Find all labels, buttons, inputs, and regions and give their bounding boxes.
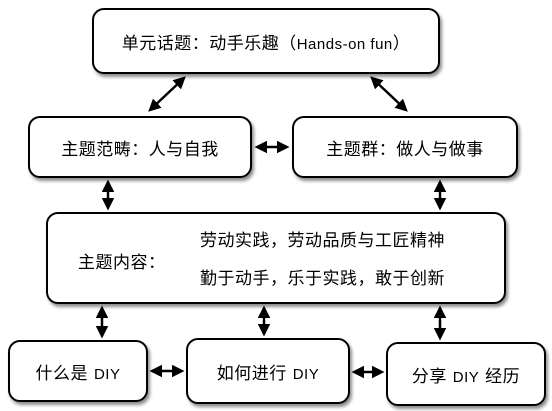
theme-scope-node: 主题范畴：人与自我 xyxy=(28,116,252,178)
share-diy-label: 分享 DIY 经历 xyxy=(412,362,520,387)
what-is-diy-en: DIY xyxy=(93,365,121,383)
how-diy-label: 如何进行 DIY xyxy=(217,359,319,384)
unit-topic-label: 单元话题：动手乐趣（Hands-on fun） xyxy=(122,29,411,54)
share-diy-en: DIY xyxy=(452,368,480,386)
unit-topic-prefix: 单元话题：动手乐趣（ xyxy=(121,33,297,54)
share-diy-zh-before: 分享 xyxy=(411,366,453,387)
theme-content-label: 主题内容： xyxy=(78,253,166,273)
how-diy-node: 如何进行 DIY xyxy=(186,338,350,404)
share-diy-zh-after: 经历 xyxy=(479,366,521,387)
what-is-diy-label: 什么是 DIY xyxy=(36,359,121,384)
share-diy-node: 分享 DIY 经历 xyxy=(386,342,546,406)
theme-group-label: 主题群：做人与做事 xyxy=(326,139,484,160)
unit-topic-suffix: ） xyxy=(392,33,411,54)
what-is-diy-node: 什么是 DIY xyxy=(8,340,148,402)
theme-content-line1: 劳动实践，劳动品质与工匠精神 xyxy=(200,231,445,251)
theme-group-node: 主题群：做人与做事 xyxy=(292,116,518,178)
theme-content-node: 主题内容： 劳动实践，劳动品质与工匠精神 勤于动手，乐于实践，敢于创新 xyxy=(46,212,506,304)
what-is-diy-zh: 什么是 xyxy=(35,363,94,384)
how-diy-en: DIY xyxy=(292,365,320,383)
unit-topic-node: 单元话题：动手乐趣（Hands-on fun） xyxy=(92,8,440,74)
theme-scope-label: 主题范畴：人与自我 xyxy=(61,139,219,160)
arrow-unit-scope xyxy=(148,76,186,112)
arrow-unit-group xyxy=(370,76,408,112)
theme-content-line2: 勤于动手，乐于实践，敢于创新 xyxy=(200,269,445,289)
unit-topic-english: Hands-on fun xyxy=(296,35,393,53)
how-diy-zh: 如何进行 xyxy=(216,363,293,384)
